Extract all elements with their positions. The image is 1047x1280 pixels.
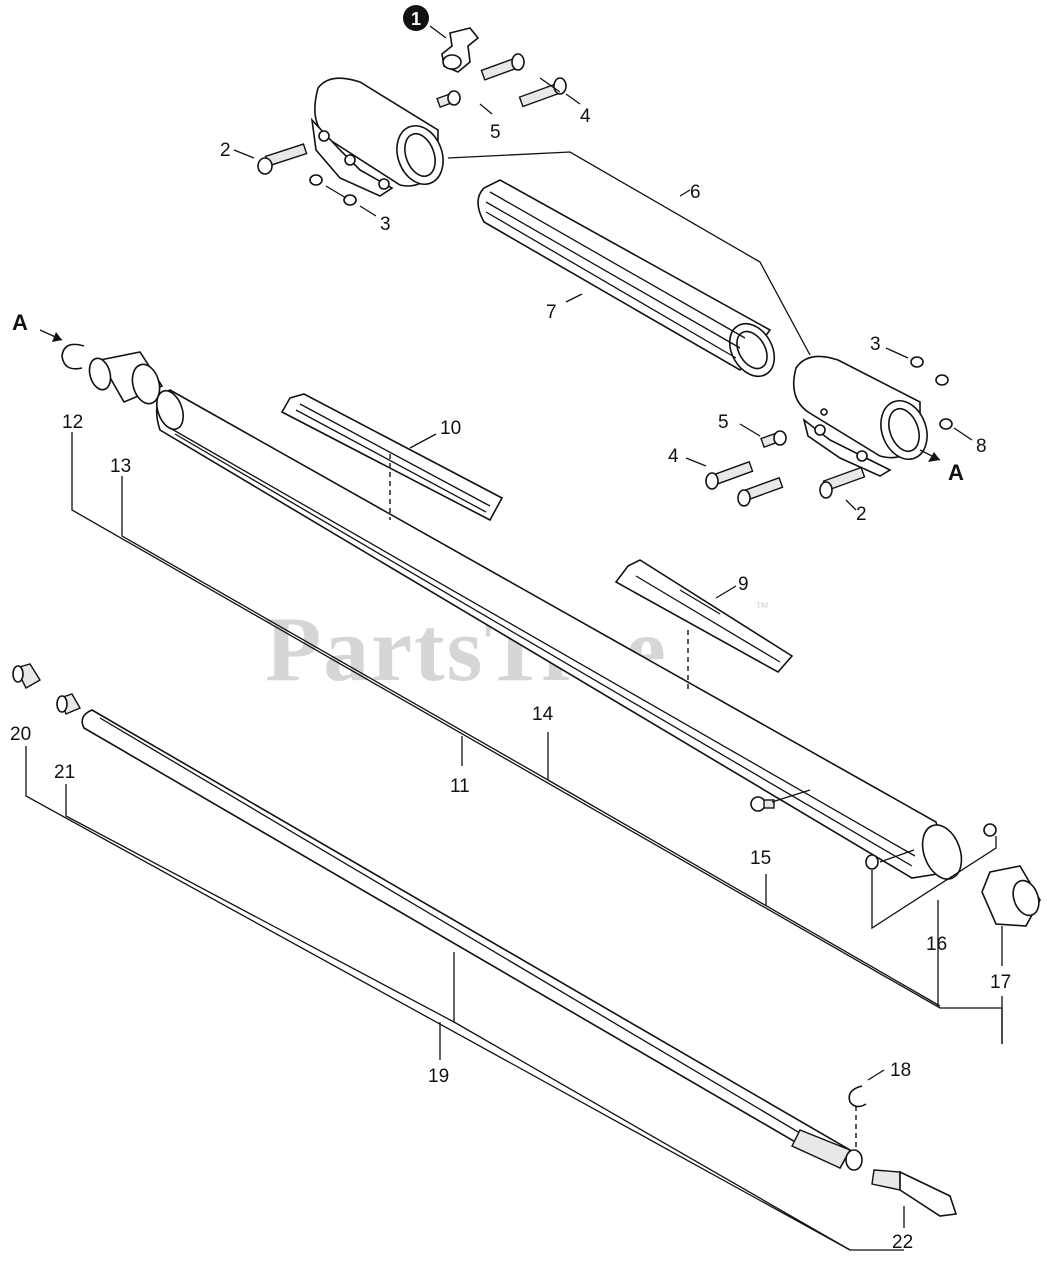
callout-3: 3 [380, 214, 391, 235]
snap-ring-part [848, 1085, 867, 1108]
nut-part [935, 374, 949, 386]
main-tube-part [155, 389, 963, 880]
callout-7: 7 [546, 302, 557, 323]
bolt-part [705, 460, 754, 490]
lower-bracket-part [792, 355, 928, 477]
bushing-part [56, 693, 81, 715]
bolt-part [518, 77, 567, 108]
callout-5: 5 [718, 412, 729, 433]
bolt-part [480, 53, 525, 81]
screw-part [760, 430, 787, 448]
callout-3: 3 [870, 334, 881, 355]
coupling-nut-part [981, 865, 1041, 927]
callout-14: 14 [532, 704, 554, 725]
bolt-part [257, 143, 308, 175]
nut-part [910, 356, 924, 368]
nut-part [343, 194, 357, 206]
callout-11: 11 [450, 776, 470, 797]
callout-a-left: A [12, 310, 28, 335]
callout-4: 4 [668, 446, 679, 467]
screw-part [750, 796, 775, 812]
callout-16: 16 [926, 934, 947, 955]
callout-8: 8 [976, 436, 987, 457]
callout-17: 17 [990, 972, 1011, 993]
callout-13: 13 [110, 456, 131, 477]
square-drive-part [871, 1169, 958, 1217]
bushing-part [12, 663, 41, 689]
callout-9: 9 [738, 574, 749, 595]
callout-15: 15 [750, 848, 771, 869]
label-decal-part [614, 559, 794, 674]
upper-bracket-part [310, 77, 444, 197]
bushing-part [88, 351, 164, 405]
screw-part [865, 854, 879, 870]
callout-21: 21 [54, 762, 75, 783]
reference-badge: 1 [403, 5, 429, 31]
callout-20: 20 [10, 724, 31, 745]
bolt-part [819, 466, 866, 499]
label-decal-part [280, 393, 504, 522]
callout-4: 4 [580, 106, 591, 127]
callout-18: 18 [890, 1060, 911, 1081]
watermark-trademark: ™ [755, 599, 769, 615]
wing-knob-part [441, 27, 480, 73]
svg-text:1: 1 [411, 9, 421, 29]
callout-19: 19 [428, 1066, 449, 1087]
grip-sleeve-part [477, 179, 776, 378]
nut-part [939, 418, 953, 430]
snap-ring-part [61, 343, 85, 370]
callout-22: 22 [892, 1232, 913, 1253]
callout-2: 2 [220, 140, 231, 161]
callout-5: 5 [490, 122, 501, 143]
nut-part [309, 174, 323, 186]
callout-10: 10 [440, 418, 461, 439]
screw-part [436, 90, 461, 108]
callout-12: 12 [62, 412, 83, 433]
callout-a-right: A [948, 460, 964, 485]
bolt-part [737, 476, 784, 507]
callout-2: 2 [856, 504, 867, 525]
callout-6: 6 [690, 182, 701, 203]
drive-shaft-part [81, 709, 863, 1171]
screw-part [983, 823, 997, 837]
